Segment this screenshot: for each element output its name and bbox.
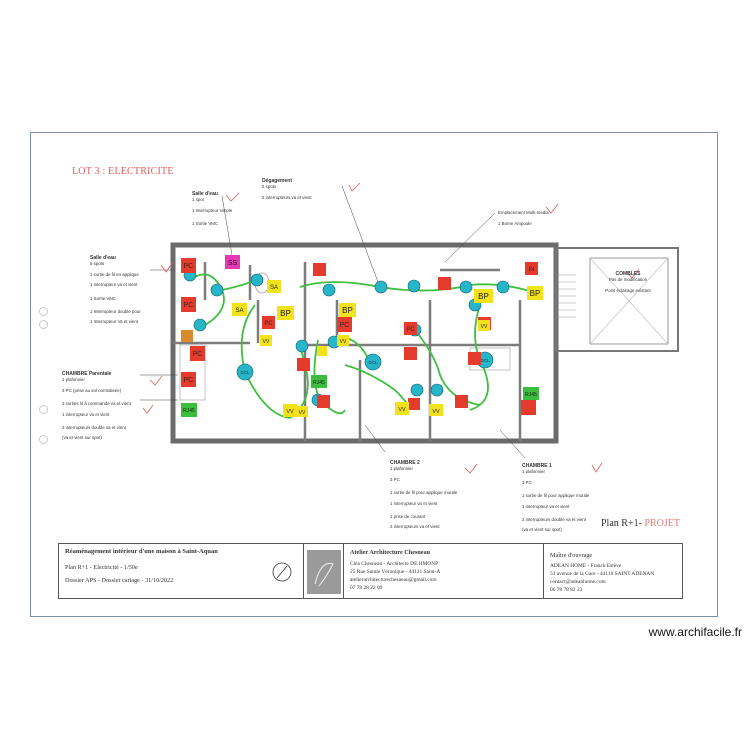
note-line: (va et vient sur spot) (522, 527, 562, 533)
note-emplacement: Emplacement Multi-media 1 Borne Ampoule (498, 205, 549, 231)
title-block-architect: Atelier Architecture Chesneau Cléa Chesn… (344, 544, 544, 598)
note-line: Pas de modification (608, 277, 648, 283)
note-line: 1 interrupteur va et vient (90, 282, 138, 288)
project-title: Réaménagement intérieur d'une maison à S… (65, 548, 218, 555)
note-title: Dégagement (262, 178, 293, 185)
compass-icon (272, 562, 292, 582)
client-title: Maître d'ouvrage (550, 552, 593, 559)
note-title: CHAMBRE Parentale (62, 371, 112, 378)
note-line: 1 spot (192, 197, 204, 203)
note-line: 2 interrupteurs double va et vient (522, 517, 586, 523)
title-block: Réaménagement intérieur d'une maison à S… (58, 543, 683, 599)
note-line: 1 Borne Ampoule (498, 220, 532, 226)
note-line: 1 prise de courant (390, 514, 426, 520)
note-line: Emplacement Multi-media (498, 210, 549, 216)
note-line: 1 Sortie VMC (90, 295, 117, 301)
architect-name: Atelier Architecture Chesneau (350, 549, 431, 556)
dossier: Dossier APS - Dossier cartage - 31/10/20… (65, 577, 174, 584)
note-line: 1 interrupteur va et vient (390, 500, 438, 506)
note-line: 1 plafonnier (62, 377, 85, 383)
note-line: 1 interrupteur va et vient (522, 503, 570, 509)
note-line: 5 spots (262, 184, 277, 190)
note-line: 1 plafonnier (390, 466, 413, 472)
plan-label-status: PROJET (644, 518, 680, 529)
note-line: 3 sorties lit à commande va et vient (62, 401, 131, 407)
note-chambre-2: CHAMBRE 2 1 plafonnier 3 PC 1 sortie de … (390, 455, 468, 535)
note-line: 2 interrupteurs double va et vient (62, 425, 126, 431)
note-line: 2 interrupteurs va et vient (390, 524, 440, 530)
note-line: Point éclairage existant (605, 287, 651, 293)
architect-line: Cléa Chesneau - Architecte DE HMONP (350, 561, 439, 567)
note-title: Salle d'eau (192, 191, 218, 198)
note-title: Salle d'eau (90, 255, 116, 262)
note-line: 1 Interrupteur double pour (90, 309, 141, 315)
title-block-logo (304, 544, 344, 598)
note-line: 1 Sortie VMC (192, 221, 219, 227)
note-line: 1 plafonnier (522, 469, 545, 475)
client-line: ADEAN HOME - Franck Estève (550, 563, 622, 569)
plan-scale: Plan R+1 - Electricité - 1/50e (65, 564, 138, 571)
plan-label: Plan R+1- PROJET (601, 518, 680, 529)
note-chambre-1: CHAMBRE 1 1 plafonnier 3 PC 1 sortie de … (522, 458, 602, 538)
note-line: 3 PC (522, 479, 532, 485)
note-title: CHAMBRE 2 (390, 460, 420, 467)
architect-line: 25 Rue Sainte Véronique - 44121 Saint-A (350, 569, 441, 575)
footer-site-link[interactable]: www.archifacile.fr (648, 625, 742, 639)
client-line: 06 78 78 82 23 (550, 587, 583, 593)
note-line: 3 PC (prise au sol normalisée) (62, 387, 122, 393)
lot-title: LOT 3 : ELECTRICITE (72, 166, 174, 177)
architect-logo (307, 550, 341, 594)
note-line: 1 Interrupteur Va et vient (90, 319, 138, 325)
note-line: 1 Interrupteur simple (192, 207, 233, 213)
note-line: 5 interrupteurs va et vient (262, 194, 312, 200)
plan-label-text: Plan R+1- (601, 518, 642, 529)
note-salle-eau-left: Salle d'eau 5 spots 1 sortie de fil en a… (90, 250, 168, 330)
note-combles: COMBLES Pas de modification Point éclair… (590, 266, 666, 298)
note-salle-eau-top: Salle d'eau 1 spot 1 Interrupteur simple… (192, 186, 232, 232)
note-chambre-parentale: CHAMBRE Parentale 1 plafonnier 3 PC (pri… (62, 366, 144, 446)
client-line: contact@adeanhome.com (550, 579, 606, 585)
architect-line: atelierarchitecturechesneau@gmail.com (350, 577, 437, 583)
architect-line: 07 78 28 22 09 (350, 585, 383, 591)
note-title: COMBLES (615, 271, 641, 278)
note-line: 3 PC (390, 476, 400, 482)
note-line: 1 sortie de fil pour applique murale (522, 493, 590, 499)
note-title: CHAMBRE 1 (522, 463, 552, 470)
note-line: 1 sortie de fil en applique (90, 271, 139, 277)
note-line: 5 spots (90, 261, 105, 267)
note-degagement: Dégagement 5 spots 5 interrupteurs va et… (262, 173, 312, 205)
note-line: 1 sortie de fil pour applique murale (390, 490, 458, 496)
title-block-project: Réaménagement intérieur d'une maison à S… (59, 544, 304, 598)
title-block-client: Maître d'ouvrage ADEAN HOME - Franck Est… (544, 544, 682, 598)
client-line: 51 avenue de la Gare - 44110 SAINT ADENA… (550, 571, 655, 577)
note-line: (va et vient sur spot) (62, 435, 102, 441)
note-line: 1 interrupteur va et vient (62, 411, 110, 417)
